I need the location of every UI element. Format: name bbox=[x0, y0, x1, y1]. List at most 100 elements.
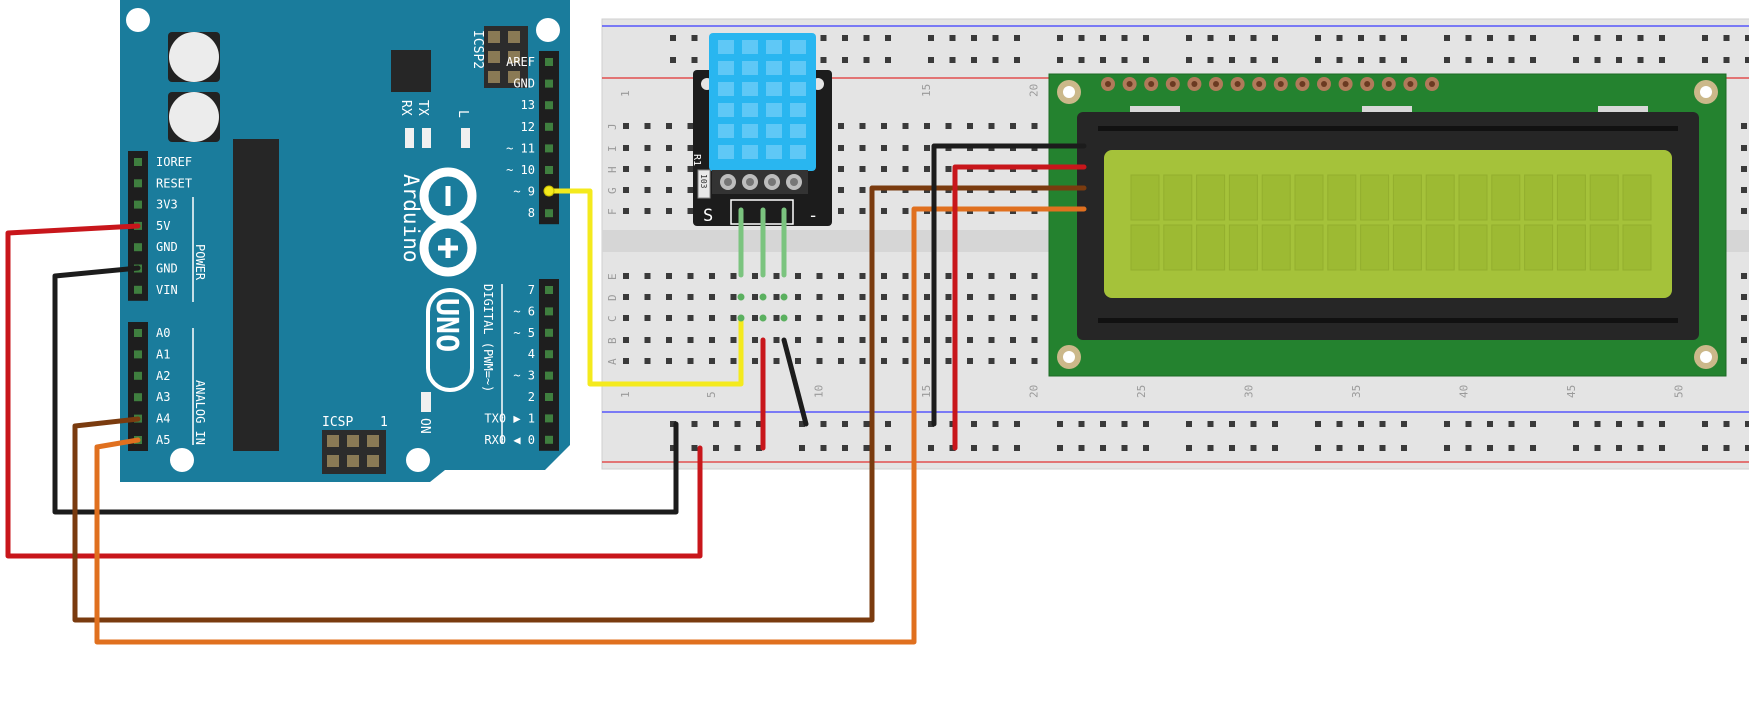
breadboard-hole bbox=[644, 187, 651, 193]
breadboard-hole bbox=[988, 358, 995, 364]
led-rx-icon bbox=[405, 128, 414, 148]
rail-hole bbox=[971, 445, 977, 451]
wire-lcd-gnd-black bbox=[931, 143, 1087, 427]
breadboard-hole bbox=[687, 208, 694, 214]
led-l-label: L bbox=[455, 110, 470, 118]
lcd-mount-hole-icon bbox=[1694, 345, 1718, 369]
lcd-bezel-line bbox=[1098, 126, 1678, 131]
rail-hole bbox=[734, 445, 741, 451]
rail-hole bbox=[1745, 445, 1749, 451]
rail-hole bbox=[842, 35, 848, 41]
rail-hole bbox=[1207, 445, 1214, 451]
rail-hole bbox=[1702, 445, 1708, 451]
lcd-mount-hole-icon bbox=[1694, 80, 1718, 104]
lcd-character-cell bbox=[1556, 224, 1586, 271]
breadboard-hole bbox=[1031, 273, 1038, 279]
icsp2-pin bbox=[488, 71, 500, 83]
wire-a4-brown bbox=[72, 185, 1087, 623]
rail-hole bbox=[1723, 57, 1730, 63]
breadboard-hole bbox=[924, 166, 930, 172]
icsp-pin bbox=[347, 455, 359, 467]
rail-hole bbox=[1229, 445, 1235, 451]
breadboard-hole bbox=[988, 273, 995, 279]
column-number-bottom: 25 bbox=[1135, 385, 1148, 398]
rail-hole bbox=[1379, 57, 1386, 63]
leg-contact-icon bbox=[780, 314, 788, 322]
breadboard-hole bbox=[666, 123, 672, 129]
pin-label: 3V3 bbox=[156, 198, 178, 212]
breadboard-hole bbox=[644, 273, 651, 279]
rail-hole bbox=[799, 445, 805, 451]
pin-label: VIN bbox=[156, 283, 178, 297]
rail-hole bbox=[1487, 35, 1493, 41]
lcd-character-cell bbox=[1163, 174, 1193, 221]
column-number-bottom: 35 bbox=[1350, 385, 1363, 398]
breadboard-hole bbox=[644, 123, 651, 129]
rail-hole bbox=[1143, 57, 1149, 63]
lcd-bezel-line bbox=[1098, 318, 1678, 323]
mount-hole-icon bbox=[170, 448, 194, 472]
sensor-pin-core bbox=[746, 178, 754, 186]
lcd-tab bbox=[1598, 106, 1648, 114]
led-rx-label: RX bbox=[398, 100, 413, 116]
rail-hole bbox=[1616, 421, 1622, 427]
breadboard-hole bbox=[623, 294, 629, 300]
sensor-pin-core bbox=[768, 178, 776, 186]
lcd-character-cell bbox=[1228, 174, 1258, 221]
lcd-header-pin-core bbox=[1429, 81, 1435, 87]
lcd-character-cell bbox=[1327, 174, 1357, 221]
digital-section-label: DIGITAL (PWM=~) bbox=[481, 284, 495, 392]
header-pin bbox=[545, 307, 553, 316]
rail-hole bbox=[1336, 445, 1343, 451]
rail-hole bbox=[1594, 445, 1601, 451]
icsp-pin bbox=[327, 455, 339, 467]
icsp2-pin bbox=[488, 51, 500, 63]
rail-hole bbox=[1250, 421, 1257, 427]
sensor-body bbox=[709, 33, 816, 171]
rail-hole bbox=[820, 57, 827, 63]
lcd-character-cell bbox=[1130, 224, 1160, 271]
breadboard-hole bbox=[687, 337, 694, 343]
breadboard-hole bbox=[666, 166, 672, 172]
breadboard-hole bbox=[666, 294, 672, 300]
lcd-character-cell bbox=[1360, 174, 1390, 221]
icsp2-pin bbox=[508, 71, 520, 83]
header-pin bbox=[134, 393, 142, 402]
header-pin bbox=[545, 286, 553, 294]
led-l-icon bbox=[461, 128, 470, 148]
rail-hole bbox=[992, 421, 999, 427]
lcd-character-cell bbox=[1130, 174, 1160, 221]
breadboard-hole bbox=[859, 145, 866, 151]
pin-label: A0 bbox=[156, 326, 170, 340]
rail-hole bbox=[691, 445, 698, 451]
lcd-header-pin-core bbox=[1234, 81, 1241, 87]
row-letter: G bbox=[606, 187, 619, 194]
lcd-header-pin-core bbox=[1385, 81, 1392, 87]
header-strip bbox=[128, 322, 148, 451]
breadboard-hole bbox=[644, 145, 651, 151]
sensor-vent bbox=[718, 124, 734, 138]
arduino-pcb bbox=[120, 0, 570, 482]
rail-hole bbox=[756, 445, 762, 451]
sensor-vent bbox=[766, 82, 782, 96]
header-pin bbox=[134, 371, 142, 380]
arduino-uno-board: RX TX L ON Arduino UNO ICSP2 ICSP 1 IORE… bbox=[120, 0, 570, 482]
breadboard-hole bbox=[902, 315, 909, 321]
rail-hole bbox=[1573, 57, 1579, 63]
rail-hole bbox=[1336, 57, 1343, 63]
breadboard-hole bbox=[838, 294, 844, 300]
lcd-character-cell bbox=[1392, 224, 1422, 271]
rail-hole bbox=[1358, 57, 1364, 63]
header-pin bbox=[545, 79, 553, 88]
breadboard-hole bbox=[924, 315, 930, 321]
lcd-header-pin-core bbox=[1126, 81, 1133, 87]
leg-contact-icon bbox=[759, 314, 767, 322]
breadboard-hole bbox=[1741, 187, 1747, 193]
lcd-character-cell bbox=[1458, 174, 1488, 221]
rail-hole bbox=[1121, 421, 1128, 427]
lcd-pin-header bbox=[1101, 77, 1439, 91]
breadboard-hole bbox=[687, 166, 694, 172]
header-pin bbox=[545, 393, 553, 401]
header-pin bbox=[545, 435, 553, 444]
